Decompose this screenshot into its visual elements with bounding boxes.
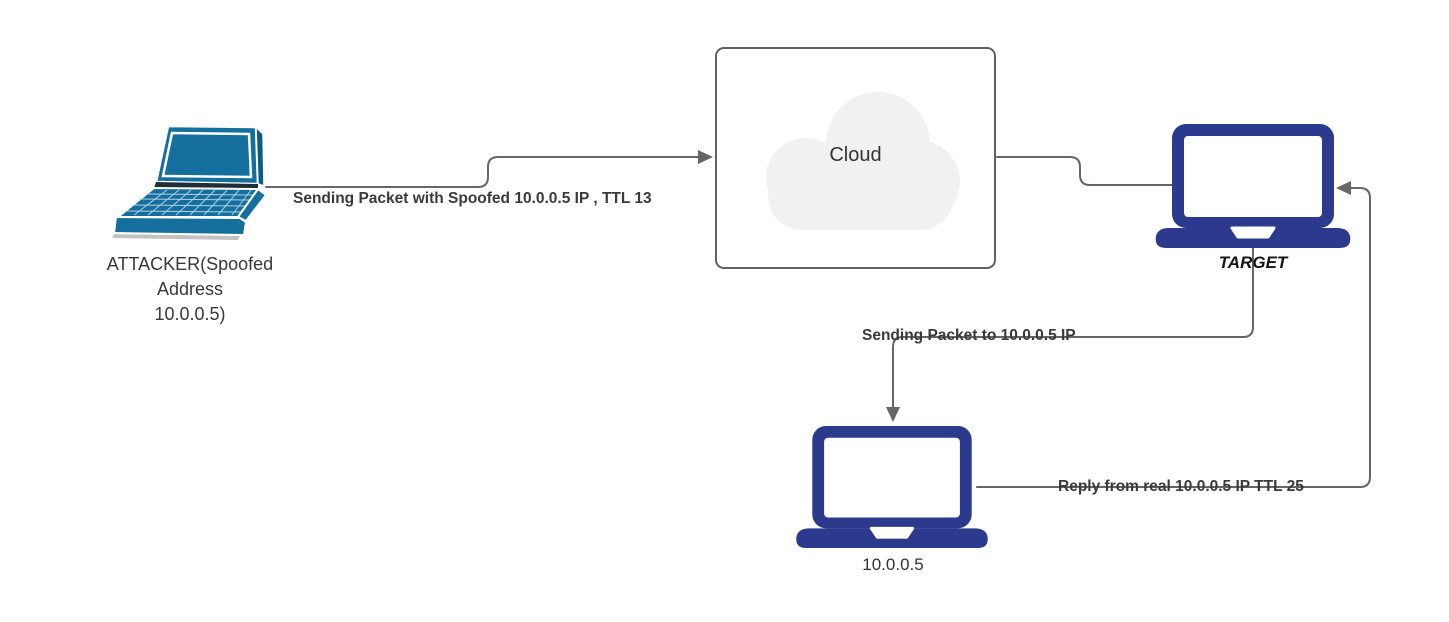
cloud-node: Cloud xyxy=(715,47,996,269)
target-label: TARGET xyxy=(1218,253,1288,272)
target-screen xyxy=(1184,136,1322,217)
arrowhead-into-cloud xyxy=(698,150,713,164)
cloud-icon xyxy=(766,92,960,230)
attacker-screen-fold xyxy=(255,125,265,188)
target-base-notch xyxy=(1230,226,1276,239)
target-laptop-icon xyxy=(1155,124,1351,248)
attacker-keyboard-grid xyxy=(124,189,255,216)
edge-label-reply: Reply from real 10.0.0.5 IP TTL 25 xyxy=(1058,478,1304,495)
attacker-laptop-icon xyxy=(112,124,268,240)
edge-label-spoofed-packet: Sending Packet with Spoofed 10.0.0.5 IP … xyxy=(293,190,652,207)
cloud-puff-base xyxy=(768,162,954,230)
attacker-front-slab xyxy=(112,215,248,237)
host-label: 10.0.0.5 xyxy=(862,555,924,574)
edge-label-send-to-host: Sending Packet to 10.0.0.5 IP xyxy=(862,327,1076,344)
edge-attacker-to-cloud xyxy=(265,156,700,188)
edge-cloud-to-target xyxy=(996,156,1173,186)
host-screen xyxy=(824,437,960,518)
attacker-label: ATTACKER(Spoofed Address 10.0.0.5) xyxy=(106,254,274,324)
host-laptop-icon xyxy=(796,425,988,548)
cloud-label: Cloud xyxy=(829,144,882,166)
arrowhead-into-host xyxy=(886,407,900,422)
host-base-notch xyxy=(869,526,915,539)
attacker-laptop-shadow xyxy=(112,234,240,240)
attacker-screen-inner xyxy=(161,131,253,179)
